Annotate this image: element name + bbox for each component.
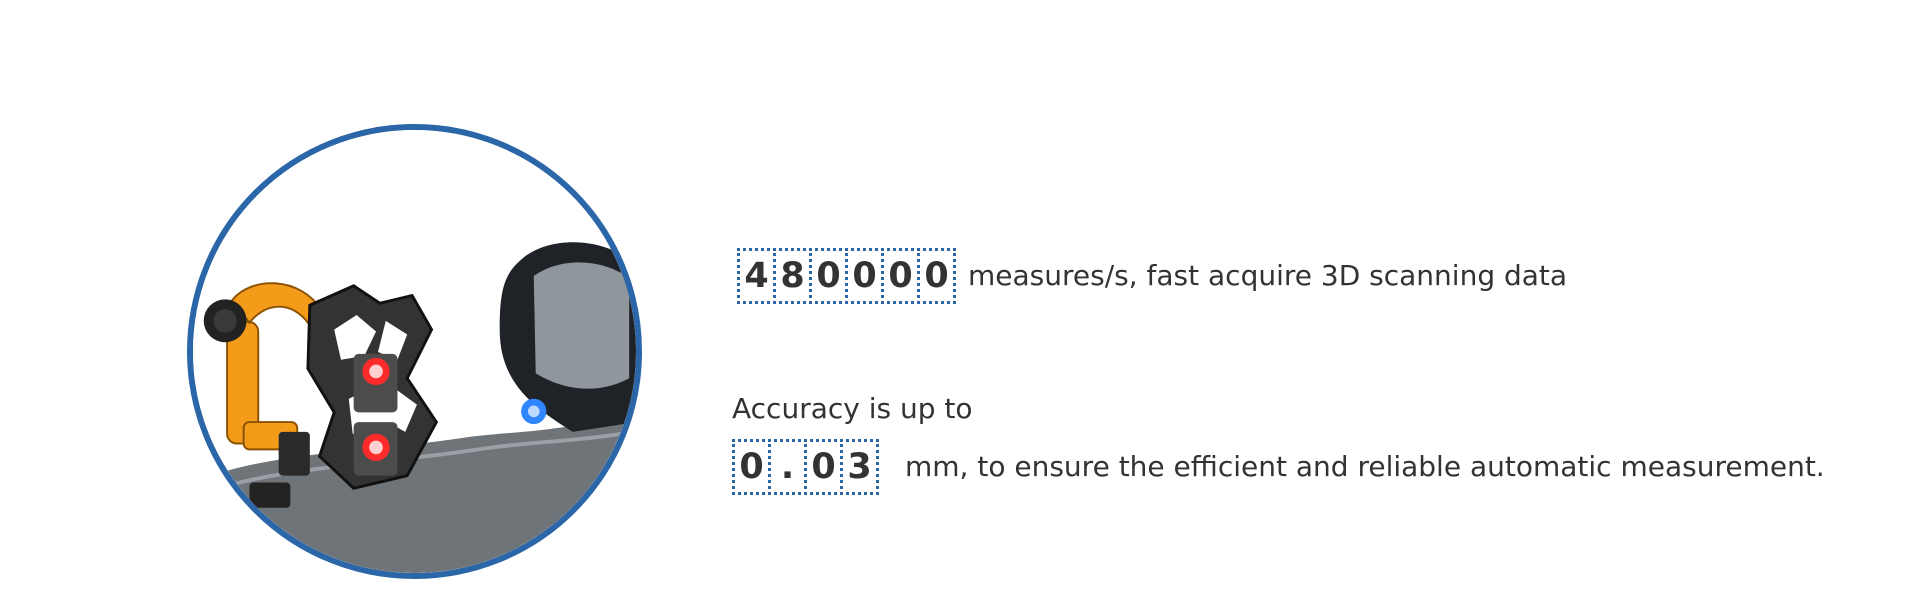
digit-box: . — [768, 439, 807, 495]
accuracy-description: mm, to ensure the efficient and reliable… — [905, 450, 1825, 483]
digit-box: 0 — [881, 248, 920, 304]
digit-box: 0 — [804, 439, 843, 495]
speed-stat-row: 4 8 0 0 0 0 measures/s, fast acquire 3D … — [737, 248, 1567, 304]
digit-box: 0 — [809, 248, 848, 304]
speed-description: measures/s, fast acquire 3D scanning dat… — [968, 259, 1568, 292]
digit-box: 3 — [840, 439, 879, 495]
accuracy-stat-row: 0 . 0 3 mm, to ensure the efficient and … — [732, 439, 1825, 495]
digit-box: 0 — [845, 248, 884, 304]
speed-digits: 4 8 0 0 0 0 — [737, 248, 956, 304]
digit-box: 8 — [773, 248, 812, 304]
digit-box: 0 — [917, 248, 956, 304]
accuracy-intro: Accuracy is up to — [732, 392, 973, 425]
robot-scanner-image — [187, 124, 642, 579]
digit-box: 4 — [737, 248, 776, 304]
accuracy-digits: 0 . 0 3 — [732, 439, 879, 495]
digit-box: 0 — [732, 439, 771, 495]
robot-scanner-illustration — [193, 130, 636, 573]
